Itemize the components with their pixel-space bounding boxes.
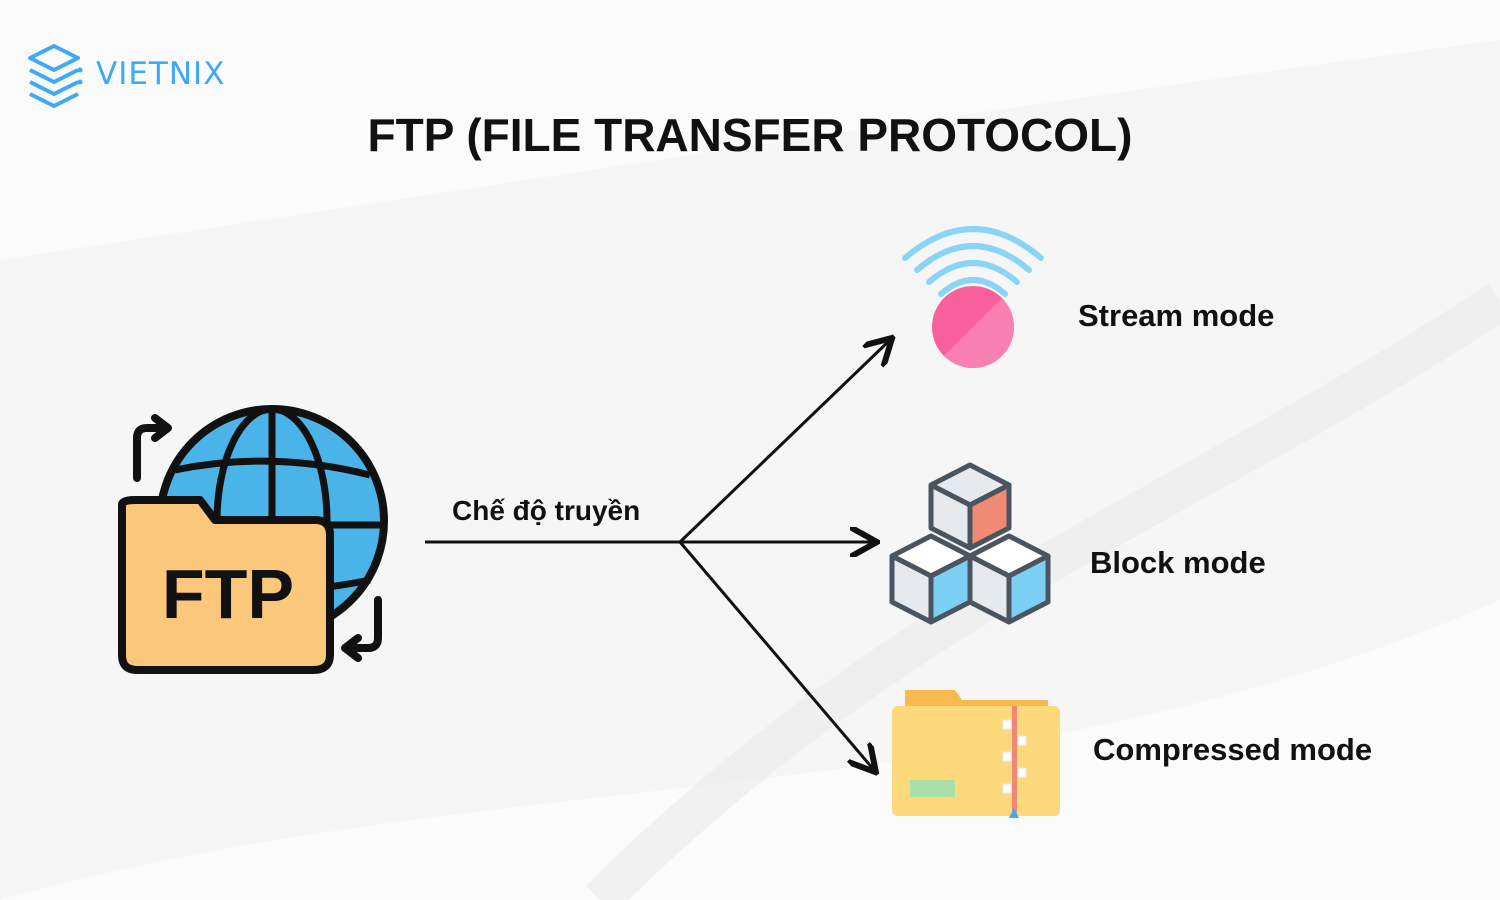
ftp-globe-folder-icon: FTP <box>118 405 388 674</box>
mode-label-compressed: Compressed mode <box>1093 732 1373 767</box>
brand-name: VIETNIX <box>96 56 226 92</box>
stream-signal-icon <box>902 226 1044 368</box>
mode-label-block: Block mode <box>1090 545 1266 580</box>
server-stack-icon <box>28 44 83 108</box>
edge-label: Chế độ truyền <box>452 495 641 526</box>
page-title: FTP (FILE TRANSFER PROTOCOL) <box>367 109 1133 161</box>
ftp-icon-text: FTP <box>162 555 294 633</box>
zip-folder-icon <box>892 690 1060 818</box>
mode-label-stream: Stream mode <box>1078 298 1275 333</box>
blocks-cubes-icon <box>889 462 1051 625</box>
connector-lines <box>425 340 890 770</box>
arrow-to-compressed <box>678 541 874 770</box>
arrow-to-stream <box>678 340 890 544</box>
brand-logo[interactable]: VIETNIX <box>24 40 225 108</box>
